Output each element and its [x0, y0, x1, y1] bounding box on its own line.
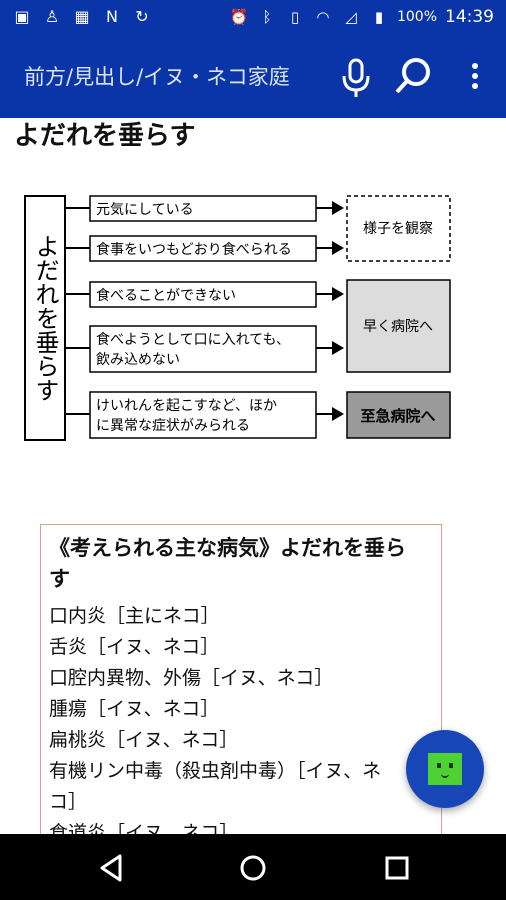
- list-item: 舌炎［イヌ、ネコ］: [49, 636, 220, 658]
- sync-icon: ↻: [135, 7, 149, 26]
- character-face-icon: [428, 753, 462, 785]
- outcome-text-observe: 様子を観察: [363, 220, 433, 237]
- condition-box-3: [89, 281, 317, 308]
- condition-text-4a: 食べようとして口に入れても、: [96, 331, 290, 348]
- n-icon: N: [106, 7, 118, 26]
- condition-box-4: [89, 325, 317, 373]
- status-bar: ▣ ♙ ▦ N ↻ ⏰ ᛒ ▯ ◠ ◿ ▮ 100% 14:39: [0, 0, 506, 36]
- condition-box-5: [89, 391, 317, 439]
- outcome-box-urgent: [346, 391, 451, 439]
- app-bar: 前方/見出し/イヌ・ネコ家庭: [0, 36, 506, 118]
- clock: 14:39: [445, 7, 494, 27]
- condition-text-5b: に異常な症状がみられる: [96, 418, 250, 434]
- home-icon[interactable]: [233, 848, 273, 888]
- list-item: 有機リン中毒（殺虫剤中毒）［イヌ、ネ: [49, 760, 382, 782]
- disease-box: 《考えられる主な病気》よだれを垂ら す 口内炎［主にネコ］ 舌炎［イヌ、ネコ］ …: [40, 524, 442, 834]
- image-icon: ▦: [74, 7, 90, 26]
- disease-list: 口内炎［主にネコ］ 舌炎［イヌ、ネコ］ 口腔内異物、外傷［イヌ、ネコ］ 腫瘍［イ…: [49, 601, 433, 834]
- disease-title-line2: す: [49, 567, 70, 591]
- wifi-icon: ◠: [316, 8, 330, 26]
- condition-text-4b: 飲み込めない: [96, 352, 180, 368]
- list-item: 扁桃炎［イヌ、ネコ］: [49, 729, 239, 751]
- navigation-bar: [0, 834, 506, 900]
- condition-text-2: 食事をいつもどおり食べられる: [96, 241, 292, 258]
- battery-icon: ▮: [374, 8, 384, 26]
- condition-box-1: [89, 195, 317, 222]
- signal-icon: ◿: [345, 8, 357, 26]
- condition-text-3: 食べることができない: [96, 287, 236, 304]
- disease-title-line1: 《考えられる主な病気》よだれを垂ら: [49, 536, 406, 560]
- article-content[interactable]: よだれを垂らす よだれを垂らす 元気にしている 食事をいつもどおり食べられる 食…: [0, 118, 506, 834]
- condition-box-2: [89, 235, 317, 262]
- list-item: コ］: [49, 791, 88, 813]
- outcome-box-observe: [346, 195, 451, 262]
- outcome-text-urgent: 至急病院へ: [360, 407, 435, 425]
- recents-icon[interactable]: [377, 848, 417, 888]
- condition-text-1: 元気にしている: [96, 202, 194, 218]
- bluetooth-icon: ᛒ: [262, 8, 272, 26]
- flowchart: よだれを垂らす 元気にしている 食事をいつもどおり食べられる 食べることができな…: [24, 195, 451, 441]
- outcome-box-soon: [346, 279, 451, 373]
- app-title: 前方/見出し/イヌ・ネコ家庭: [24, 65, 290, 89]
- list-item: 口腔内異物、外傷［イヌ、ネコ］: [49, 667, 334, 689]
- list-item: 口内炎［主にネコ］: [49, 605, 220, 627]
- disease-title: 《考えられる主な病気》よだれを垂ら す: [49, 533, 433, 595]
- battery-percent: 100%: [396, 9, 437, 25]
- microphone-icon[interactable]: [333, 54, 379, 100]
- condition-text-5a: けいれんを起こすなど、ほか: [96, 398, 277, 414]
- search-icon[interactable]: [390, 54, 436, 100]
- flowchart-left-label: よだれを垂らす: [31, 234, 59, 402]
- nfc-icon: ▯: [290, 8, 300, 26]
- person-icon: ♙: [44, 7, 60, 26]
- page-heading: よだれを垂らす: [14, 121, 196, 151]
- list-item: 食道炎［イヌ、ネコ］: [49, 822, 239, 834]
- list-item: 腫瘍［イヌ、ネコ］: [49, 698, 220, 720]
- back-icon[interactable]: [92, 848, 132, 888]
- more-options-icon[interactable]: [456, 54, 494, 100]
- assistant-fab-button[interactable]: [406, 730, 484, 808]
- chat-icon: ▣: [14, 7, 30, 26]
- outcome-text-soon: 早く病院へ: [363, 319, 433, 335]
- alarm-icon: ⏰: [229, 8, 249, 26]
